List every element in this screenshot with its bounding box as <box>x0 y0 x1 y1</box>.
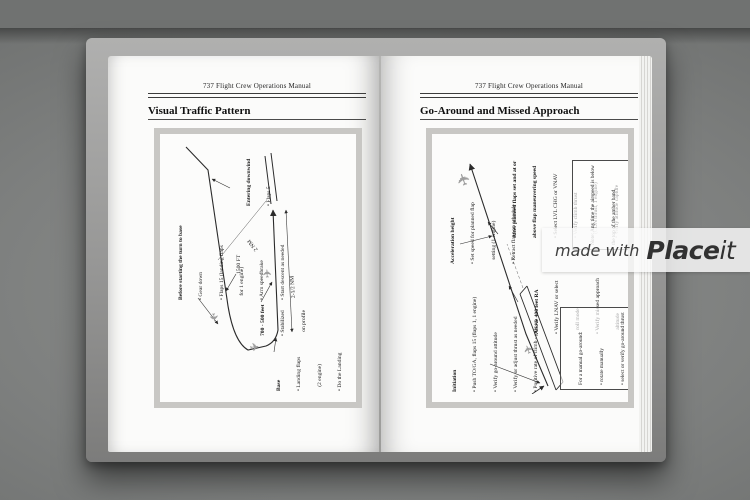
traffic-pattern-figure-frame: ✈ ✈ ✈ Entering downwind • Flaps 5 Before… <box>154 128 362 408</box>
traffic-pattern-figure: ✈ ✈ ✈ Entering downwind • Flaps 5 Before… <box>162 142 354 394</box>
traffic-pattern-path <box>185 146 279 351</box>
label-leaders <box>197 178 278 353</box>
backdrop-top-band <box>0 0 750 29</box>
runway <box>264 152 278 205</box>
left-page-header: 737 Flight Crew Operations Manual <box>202 82 312 90</box>
open-manual-book: 737 Flight Crew Operations Manual Visual… <box>86 38 666 462</box>
book-pages: 737 Flight Crew Operations Manual Visual… <box>108 56 652 452</box>
manual-go-around-box: For a manual go-around: • rotate manuall… <box>560 307 628 390</box>
placeit-logo-light: it <box>719 235 736 265</box>
header-double-rule <box>420 93 638 98</box>
runway <box>519 285 564 391</box>
placeit-logo: Place it <box>646 236 735 265</box>
label-leaders <box>459 221 541 384</box>
left-page-content: 737 Flight Crew Operations Manual Visual… <box>148 68 366 452</box>
aircraft-icon: ✈ <box>249 340 260 355</box>
aircraft-icon: ✈ <box>207 311 222 323</box>
label-entering-downwind: Entering downwind • Flaps 5 <box>245 158 273 206</box>
traffic-pattern-drawing <box>185 146 294 353</box>
left-page: 737 Flight Crew Operations Manual Visual… <box>108 56 380 452</box>
spine-gutter <box>379 56 381 452</box>
go-around-drawing <box>459 163 564 394</box>
label-stabilized-profile: 700 - 500 feet • Stabilized on profile <box>259 304 307 336</box>
title-rule <box>420 119 638 120</box>
label-base-leg: Base • Landing flaps (2 engine) • Do the… <box>275 352 362 391</box>
go-around-figure: ✈ ✈ Initiation • Push TO/GA, flaps 15 (f… <box>434 142 628 394</box>
right-page-header: 737 Flight Crew Operations Manual <box>474 82 584 90</box>
left-page-title: Visual Traffic Pattern <box>148 105 251 117</box>
watermark-banner: made with Place it <box>542 228 750 272</box>
approach-path <box>531 385 545 394</box>
label-2half-nm: 2-1/2 NM <box>289 275 297 299</box>
go-around-climb-path <box>468 163 549 387</box>
right-page-title: Go-Around and Missed Approach <box>420 105 580 117</box>
title-rule <box>148 119 366 120</box>
base-distance-line <box>217 200 267 261</box>
header-double-rule <box>148 93 366 98</box>
runway-centerline <box>506 243 524 289</box>
label-1500-ft: 1500 FT <box>236 254 242 274</box>
placeit-logo-bold: Place <box>646 235 720 265</box>
final-distance-line <box>284 209 294 333</box>
label-before-turn-to-base: Before starting the turn to base • Gear … <box>177 225 286 300</box>
watermark-prefix: made with <box>555 240 640 260</box>
